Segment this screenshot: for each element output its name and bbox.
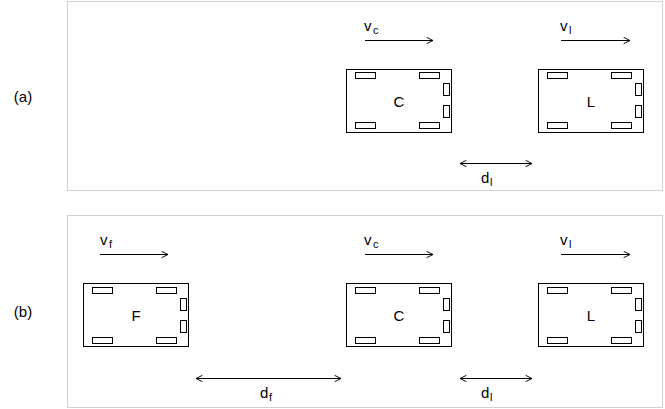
variable-subscript: l: [490, 177, 492, 188]
car-label: C: [394, 307, 405, 324]
variable-subscript: l: [490, 392, 492, 403]
variable-symbol: v: [100, 232, 108, 247]
car-label: L: [587, 93, 595, 110]
car-box: F: [83, 283, 189, 347]
variable-subscript: c: [373, 25, 379, 36]
variable-subscript: f: [109, 239, 112, 250]
distance-arrows: [196, 164, 532, 379]
panel-label: (b): [14, 303, 32, 320]
variable-symbol: v: [364, 18, 372, 33]
variable-subscript: c: [373, 239, 379, 250]
car-box: L: [538, 69, 644, 133]
car-label: L: [587, 307, 595, 324]
car-label: C: [394, 93, 405, 110]
car-box: C: [346, 283, 452, 347]
variable-subscript: l: [569, 239, 571, 250]
variable-subscript: l: [569, 25, 571, 36]
variable-symbol: v: [560, 18, 568, 33]
car-box: L: [538, 283, 644, 347]
variable-symbol: d: [260, 385, 268, 400]
car-box: C: [346, 69, 452, 133]
car-label: F: [131, 307, 140, 324]
wheels: [93, 73, 642, 344]
variable-symbol: v: [560, 232, 568, 247]
panel-label: (a): [14, 88, 32, 105]
variable-symbol: d: [481, 385, 489, 400]
velocity-arrows: [100, 41, 630, 255]
variable-symbol: d: [481, 170, 489, 185]
variable-subscript: f: [269, 392, 272, 403]
variable-symbol: v: [364, 232, 372, 247]
